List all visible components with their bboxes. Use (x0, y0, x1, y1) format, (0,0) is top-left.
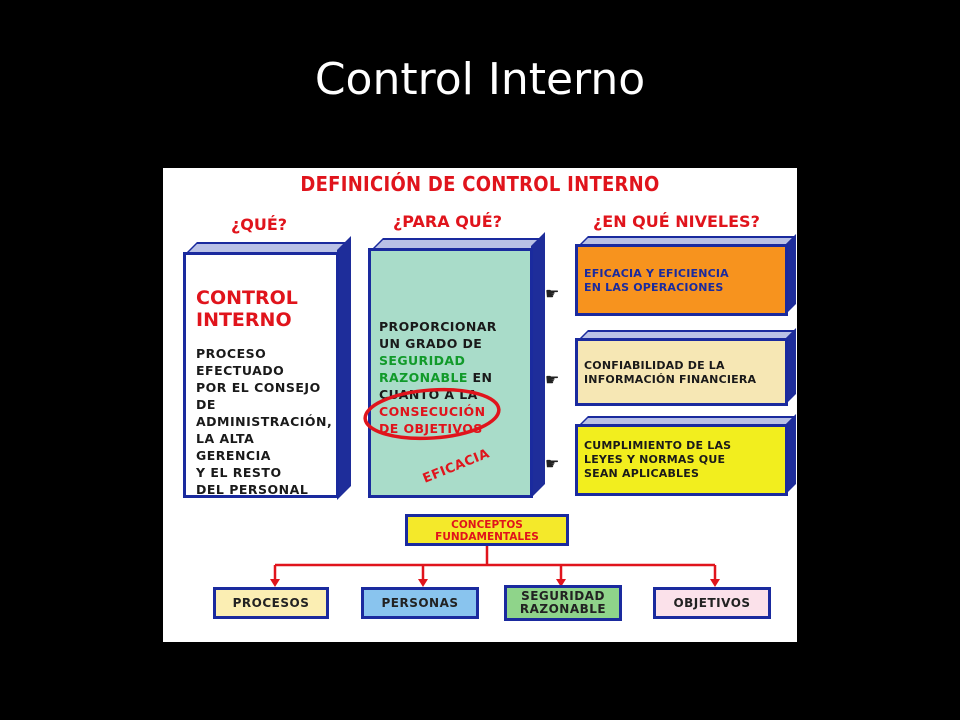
que-line: DE (196, 397, 216, 412)
que-line: GERENCIA (196, 448, 271, 463)
leaf-procesos: PROCESOS (213, 587, 329, 619)
para-que-word: RAZONABLE (379, 370, 468, 385)
que-line: EFECTUADO (196, 363, 285, 378)
leaf-label: PERSONAS (381, 595, 459, 610)
nivel-box-1: EFICACIA Y EFICIENCIA EN LAS OPERACIONES (575, 244, 788, 316)
leaf-label: SEGURIDAD (521, 589, 605, 603)
nivel-line: LEYES Y NORMAS QUE (584, 453, 726, 466)
para-que-line: DE OBJETIVOS (379, 421, 483, 436)
pointing-hand-icon: ☛ (545, 372, 560, 389)
nivel-line: EN LAS OPERACIONES (584, 281, 724, 294)
leaf-label: OBJETIVOS (673, 595, 751, 610)
que-box-text: PROCESO EFECTUADO POR EL CONSEJO DE ADMI… (196, 345, 332, 498)
leaf-seguridad-razonable: SEGURIDAD RAZONABLE (504, 585, 622, 621)
leaf-objetivos: OBJETIVOS (653, 587, 771, 619)
leaf-label: PROCESOS (232, 595, 310, 610)
nivel-box-2: CONFIABILIDAD DE LA INFORMACIÓN FINANCIE… (575, 338, 788, 406)
nivel-line: CONFIABILIDAD DE LA (584, 359, 725, 372)
diagram-title: DEFINICIÓN DE CONTROL INTERNO (300, 172, 660, 196)
para-que-line: PROPORCIONAR (379, 319, 497, 334)
nivel-3-text: CUMPLIMIENTO DE LAS LEYES Y NORMAS QUE S… (578, 431, 737, 489)
que-line: LA ALTA (196, 431, 255, 446)
highlight-ellipse (363, 387, 501, 441)
para-que-word: EN (472, 370, 493, 385)
nivel-2-text: CONFIABILIDAD DE LA INFORMACIÓN FINANCIE… (578, 351, 762, 395)
nivel-line: CUMPLIMIENTO DE LAS (584, 439, 732, 452)
concepts-box: CONCEPTOS FUNDAMENTALES (405, 514, 569, 546)
header-que: ¿QUÉ? (231, 215, 288, 234)
nivel-box-3: CUMPLIMIENTO DE LAS LEYES Y NORMAS QUE S… (575, 424, 788, 496)
pointing-hand-icon: ☛ (545, 456, 560, 473)
que-line: POR EL CONSEJO (196, 380, 321, 395)
que-box: CONTROL INTERNO PROCESO EFECTUADO POR EL… (183, 252, 339, 498)
que-heading-line: INTERNO (196, 309, 292, 331)
que-heading-line: CONTROL (196, 287, 298, 309)
concepts-line: FUNDAMENTALES (435, 531, 539, 543)
leaf-personas: PERSONAS (361, 587, 479, 619)
que-box-heading: CONTROL INTERNO (196, 287, 298, 331)
header-para-que: ¿PARA QUÉ? (393, 212, 502, 231)
header-niveles: ¿EN QUÉ NIVELES? (593, 212, 760, 231)
que-line: DEL PERSONAL (196, 482, 309, 497)
connector-lines (270, 546, 720, 587)
para-que-text: PROPORCIONAR UN GRADO DE SEGURIDAD RAZON… (379, 318, 497, 437)
leaf-label: RAZONABLE (519, 602, 607, 616)
para-que-line: SEGURIDAD (379, 353, 466, 368)
que-line: Y EL RESTO (196, 465, 282, 480)
concepts-line: CONCEPTOS (451, 519, 523, 531)
para-que-line: CONSECUCIÓN (379, 404, 486, 419)
para-que-line: RAZONABLE EN (379, 369, 497, 386)
nivel-line: INFORMACIÓN FINANCIERA (584, 373, 757, 386)
nivel-1-text: EFICACIA Y EFICIENCIA EN LAS OPERACIONES (578, 259, 735, 303)
slide-title: Control Interno (314, 54, 646, 105)
nivel-line: EFICACIA Y EFICIENCIA (584, 267, 729, 280)
diagram-panel: DEFINICIÓN DE CONTROL INTERNO ¿QUÉ? ¿PAR… (163, 168, 797, 642)
nivel-line: SEAN APLICABLES (584, 467, 700, 480)
que-line: ADMINISTRACIÓN, (196, 414, 333, 429)
para-que-box: PROPORCIONAR UN GRADO DE SEGURIDAD RAZON… (368, 248, 533, 498)
pointing-hand-icon: ☛ (545, 286, 560, 303)
que-line: PROCESO (196, 346, 267, 361)
para-que-line: UN GRADO DE (379, 336, 483, 351)
